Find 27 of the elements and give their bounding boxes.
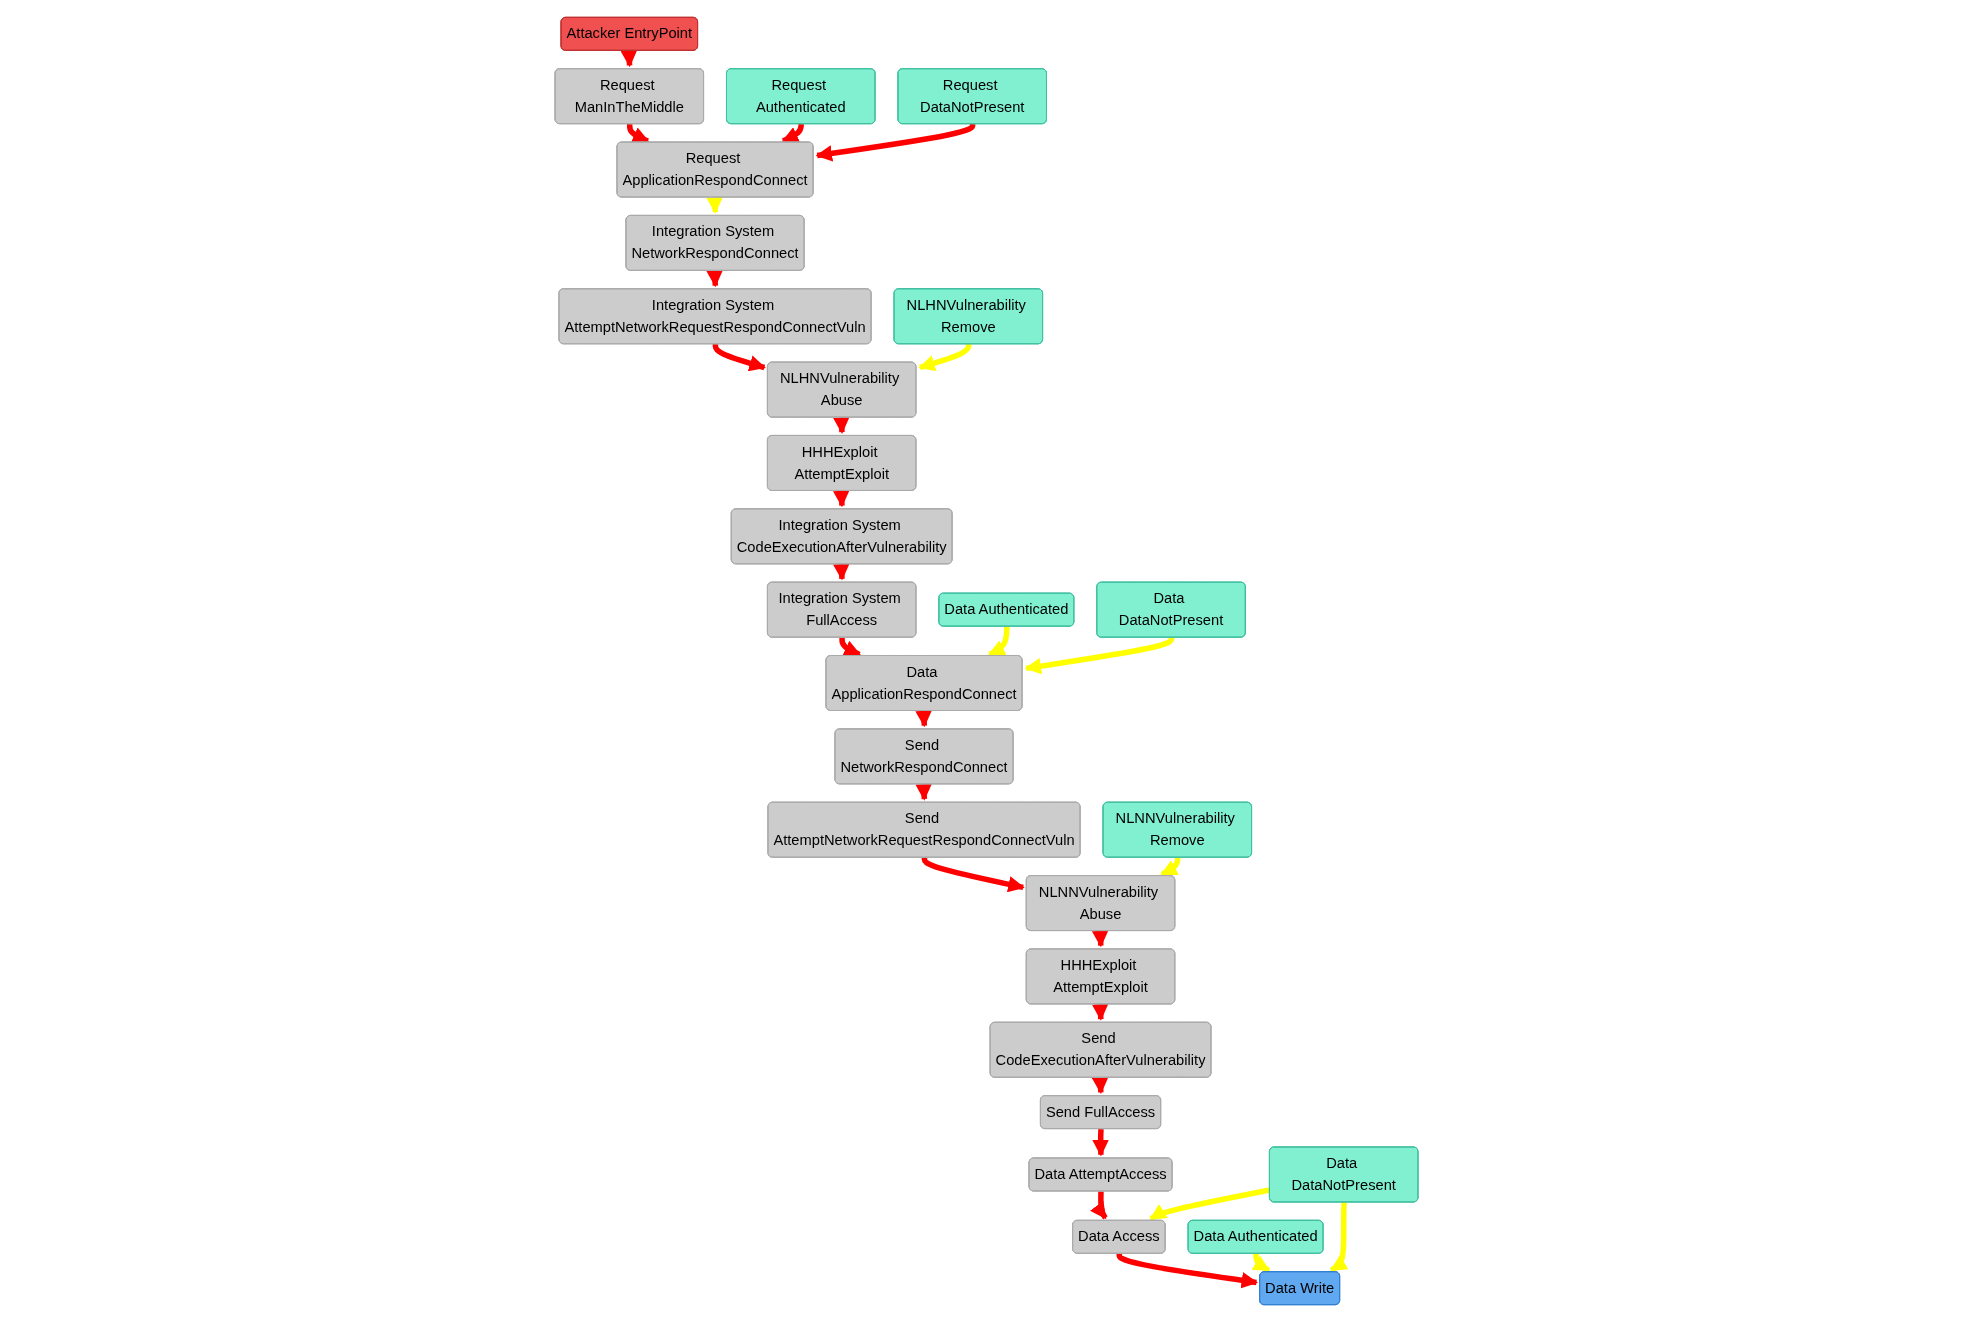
arrow: [1091, 1076, 1109, 1095]
arrow: [1149, 1187, 1271, 1222]
arrow: [1091, 1003, 1109, 1021]
arrow: [712, 342, 766, 372]
arrow: [1251, 1252, 1271, 1273]
arrow: [921, 856, 1025, 893]
arrow: [1330, 1201, 1349, 1273]
arrow: [988, 626, 1010, 657]
arrow: [915, 783, 932, 801]
arrow: [1024, 636, 1175, 675]
arrow: [815, 122, 976, 162]
arrow: [1092, 1127, 1109, 1157]
arrow: [781, 122, 804, 144]
arrow: [833, 562, 850, 581]
arrow: [833, 416, 850, 434]
arrow: [915, 709, 932, 728]
arrow: [1116, 1252, 1259, 1289]
arrow: [1160, 856, 1181, 877]
arrow: [839, 636, 861, 657]
arrow: [626, 122, 650, 144]
arrow: [1091, 929, 1109, 948]
arrow: [918, 342, 972, 372]
arrow: [1090, 1191, 1108, 1220]
arrow: [706, 269, 723, 288]
arrow: [833, 489, 850, 508]
arrow: [620, 49, 638, 68]
arrow: [706, 196, 723, 214]
